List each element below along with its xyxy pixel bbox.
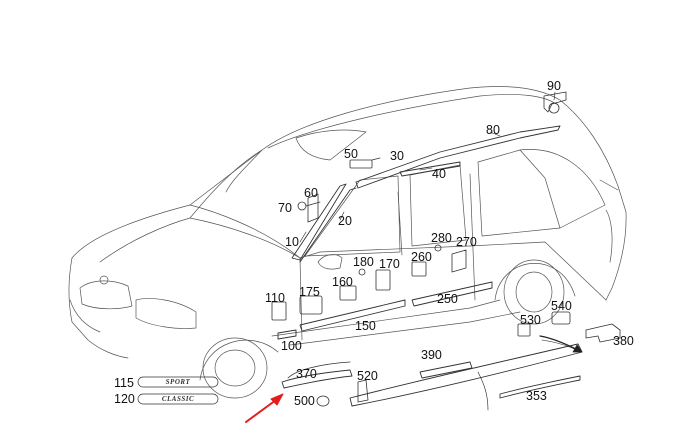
part-label-540: 540 bbox=[551, 299, 572, 313]
part-label-20: 20 bbox=[338, 214, 352, 228]
emblem-classic-text: CLASSIC bbox=[161, 395, 195, 403]
part-label-30: 30 bbox=[390, 149, 404, 163]
pointer-arrow bbox=[245, 393, 284, 423]
part-label-90: 90 bbox=[547, 79, 561, 93]
clip-260 bbox=[411, 261, 427, 277]
part-label-530: 530 bbox=[520, 313, 541, 327]
part-label-390: 390 bbox=[421, 348, 442, 362]
part-label-60: 60 bbox=[304, 186, 318, 200]
car-body bbox=[68, 86, 627, 399]
part-label-150: 150 bbox=[355, 319, 376, 333]
part-label-70: 70 bbox=[278, 201, 292, 215]
clip-70 bbox=[297, 201, 307, 211]
part-label-353: 353 bbox=[526, 389, 547, 403]
part-label-270: 270 bbox=[456, 235, 477, 249]
clip-380 bbox=[585, 323, 621, 343]
clips-and-fasteners bbox=[271, 91, 621, 407]
part-label-250: 250 bbox=[437, 292, 458, 306]
clip-175 bbox=[299, 295, 323, 315]
part-label-100: 100 bbox=[281, 339, 302, 353]
emblem-120-plate bbox=[137, 393, 219, 405]
clip-50 bbox=[349, 159, 373, 169]
part-label-520: 520 bbox=[357, 369, 378, 383]
part-label-40: 40 bbox=[432, 167, 446, 181]
part-label-180: 180 bbox=[353, 255, 374, 269]
part-label-380: 380 bbox=[613, 334, 634, 348]
part-label-160: 160 bbox=[332, 275, 353, 289]
clip-500 bbox=[316, 395, 330, 407]
clip-180 bbox=[358, 268, 366, 276]
clip-520 bbox=[357, 379, 369, 403]
part-label-50: 50 bbox=[344, 147, 358, 161]
clip-160 bbox=[339, 285, 357, 301]
part-label-370: 370 bbox=[296, 367, 317, 381]
emblem-sport-text: SPORT bbox=[165, 378, 191, 386]
clip-280 bbox=[434, 244, 442, 252]
part-label-500: 500 bbox=[294, 394, 315, 408]
clip-540 bbox=[551, 311, 571, 325]
clip-90 bbox=[543, 91, 567, 113]
part-label-260: 260 bbox=[411, 250, 432, 264]
part-label-280: 280 bbox=[431, 231, 452, 245]
part-label-175: 175 bbox=[299, 285, 320, 299]
emblem-plates bbox=[137, 376, 219, 405]
clip-530 bbox=[517, 323, 531, 337]
clip-110 bbox=[271, 301, 287, 321]
clip-170 bbox=[375, 269, 391, 291]
part-label-115: 115 bbox=[114, 376, 134, 390]
part-label-170: 170 bbox=[379, 257, 400, 271]
part-label-110: 110 bbox=[265, 291, 285, 305]
part-label-80: 80 bbox=[486, 123, 500, 137]
emblem-115-plate bbox=[137, 376, 219, 388]
part-label-10: 10 bbox=[285, 235, 299, 249]
part-label-120: 120 bbox=[114, 392, 135, 406]
clip-270 bbox=[451, 249, 467, 273]
direction-arrow bbox=[539, 335, 583, 353]
clip-60 bbox=[307, 193, 319, 223]
